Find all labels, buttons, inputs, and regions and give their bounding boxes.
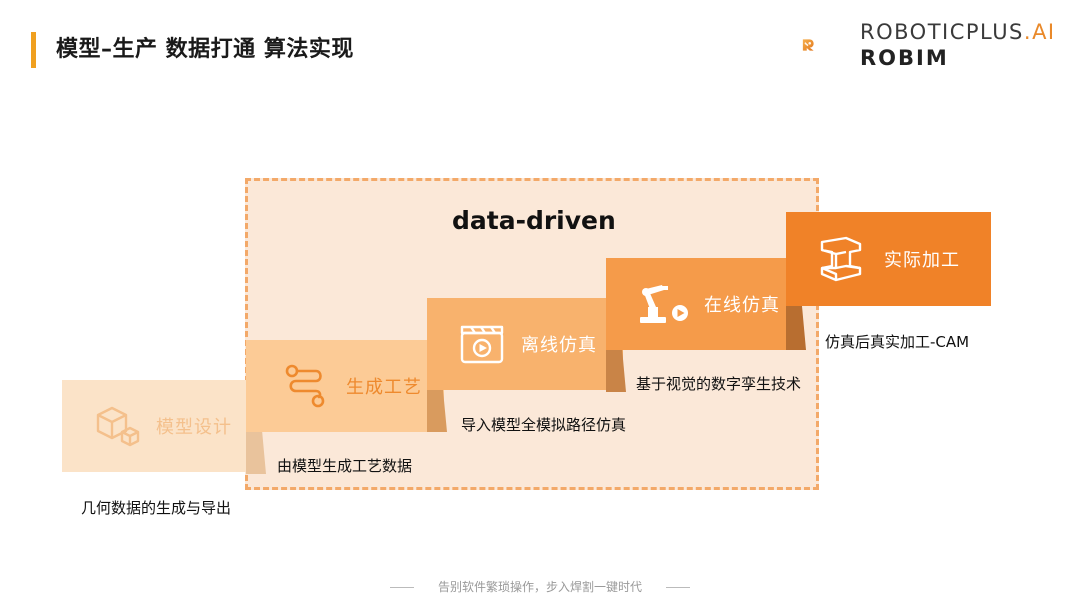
step-online-simulation: 在线仿真 (606, 258, 802, 350)
step-description: 仿真后真实加工-CAM (825, 333, 970, 351)
video-clapper-icon (460, 325, 504, 364)
step-description: 导入模型全模拟路径仿真 (461, 416, 627, 434)
step-description: 几何数据的生成与导出 (81, 499, 232, 517)
footer: 告别软件繁琐操作，步入焊割一键时代 (0, 578, 1080, 595)
brand-product: ROBIM (860, 46, 949, 70)
footer-divider-right (666, 587, 690, 588)
step-process-generation: 生成工艺 (246, 340, 444, 432)
step-actual-processing: 实际加工 (786, 212, 991, 306)
step-fold (786, 306, 806, 350)
step-fold (606, 348, 626, 392)
page-title: 模型–生产 数据打通 算法实现 (56, 37, 354, 62)
step-label: 模型设计 (156, 417, 232, 438)
footer-slogan: 告别软件繁琐操作，步入焊割一键时代 (437, 580, 642, 594)
roboticplus-logo-icon (802, 39, 814, 51)
title-accent-bar (31, 32, 36, 68)
data-driven-label: data-driven (452, 206, 616, 235)
step-label: 离线仿真 (521, 335, 597, 356)
step-label: 实际加工 (884, 250, 960, 271)
path-icon (285, 364, 325, 408)
robot-arm-icon (640, 285, 688, 323)
step-label: 生成工艺 (346, 377, 422, 398)
cube-icon (96, 406, 140, 447)
brand-name: ROBOTICPLUS.AI (860, 20, 1056, 44)
step-fold (246, 430, 266, 474)
steel-beam-icon (820, 236, 862, 282)
step-offline-simulation: 离线仿真 (427, 298, 623, 390)
step-model-design: 模型设计 (62, 380, 262, 472)
step-fold (427, 390, 447, 432)
step-description: 基于视觉的数字孪生技术 (636, 375, 802, 393)
step-description: 由模型生成工艺数据 (277, 457, 413, 475)
footer-divider-left (389, 587, 414, 588)
step-label: 在线仿真 (704, 295, 780, 316)
